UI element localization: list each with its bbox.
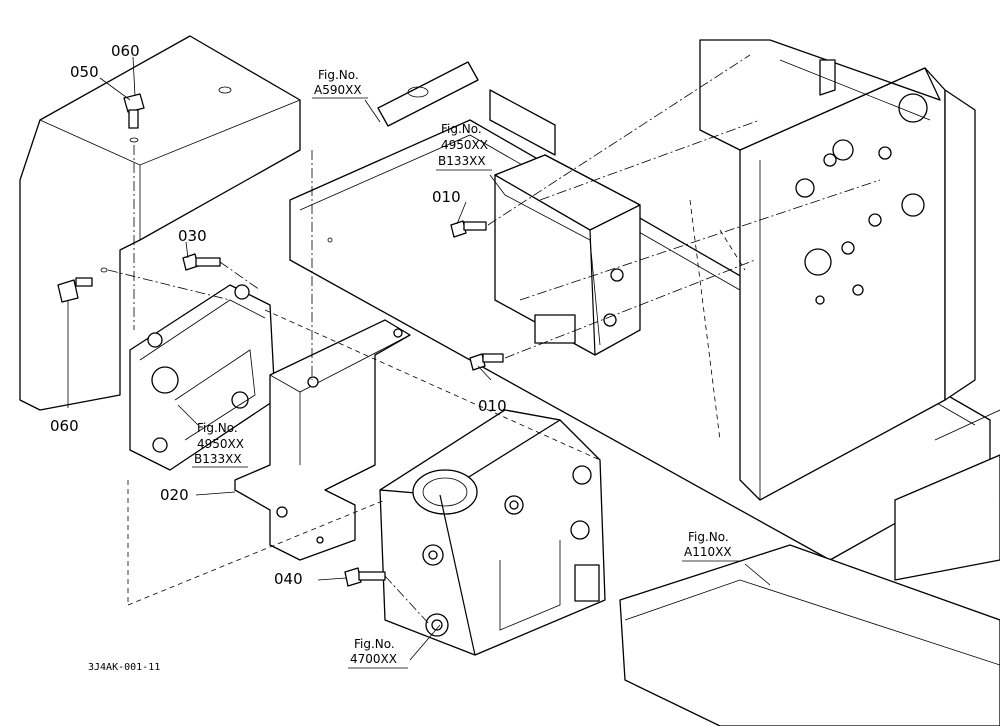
fig-ref-a590-line1: Fig.No. — [318, 68, 359, 82]
part-label-030: 030 — [178, 227, 207, 245]
bolt-030 — [182, 253, 221, 271]
fig-ref-ecu-left: Fig.No. 4950XX B133XX — [192, 421, 248, 468]
fig-ref-a590: Fig.No. A590XX — [312, 68, 368, 99]
part-label-060-side: 060 — [50, 417, 79, 435]
bracket-020 — [234, 319, 411, 561]
fig-ref-a110: Fig.No. A110XX — [682, 530, 740, 562]
side-frame — [699, 39, 976, 501]
fig-ref-a110-line2: A110XX — [684, 545, 732, 559]
fig-ref-ecu-top: Fig.No. 4950XX B133XX — [436, 122, 492, 171]
lower-bench — [619, 409, 1000, 726]
fig-ref-4700-line2: 4700XX — [350, 652, 397, 666]
frame-hole — [898, 93, 928, 123]
bolt-060-top — [123, 93, 145, 143]
ecu-module-upper — [489, 89, 641, 356]
fig-ref-4700-line1: Fig.No. — [354, 637, 395, 651]
part-label-010-upper: 010 — [432, 188, 461, 206]
part-label-010-lower: 010 — [478, 397, 507, 415]
cover-050 — [19, 35, 301, 411]
part-label-020: 020 — [160, 486, 189, 504]
bolt-060-side — [57, 267, 108, 303]
bolt-040 — [344, 567, 386, 587]
fig-ref-ecu-left-line1: Fig.No. — [197, 421, 238, 435]
drawing-code: 3J4AK-001-11 — [88, 662, 160, 673]
fig-ref-ecu-left-line3: B133XX — [194, 452, 242, 466]
fig-ref-ecu-top-line2: 4950XX — [441, 138, 488, 152]
fig-ref-a110-line1: Fig.No. — [688, 530, 729, 544]
ecu-module-left — [129, 284, 276, 471]
fig-ref-ecu-left-line2: 4950XX — [197, 437, 244, 451]
fig-ref-ecu-top-line3: B133XX — [438, 154, 486, 168]
part-label-040: 040 — [274, 570, 303, 588]
fig-ref-a590-line2: A590XX — [314, 83, 362, 97]
bolt-010-upper — [450, 220, 487, 238]
actuator-body — [379, 409, 606, 656]
bolt-010-lower — [469, 353, 504, 371]
fig-ref-4700: Fig.No. 4700XX — [348, 637, 408, 669]
assembly-lines — [107, 54, 881, 626]
leader-lines — [67, 56, 771, 661]
fig-ref-ecu-top-line1: Fig.No. — [441, 122, 482, 136]
part-label-060-top: 060 — [111, 42, 140, 60]
part-label-050: 050 — [70, 63, 99, 81]
